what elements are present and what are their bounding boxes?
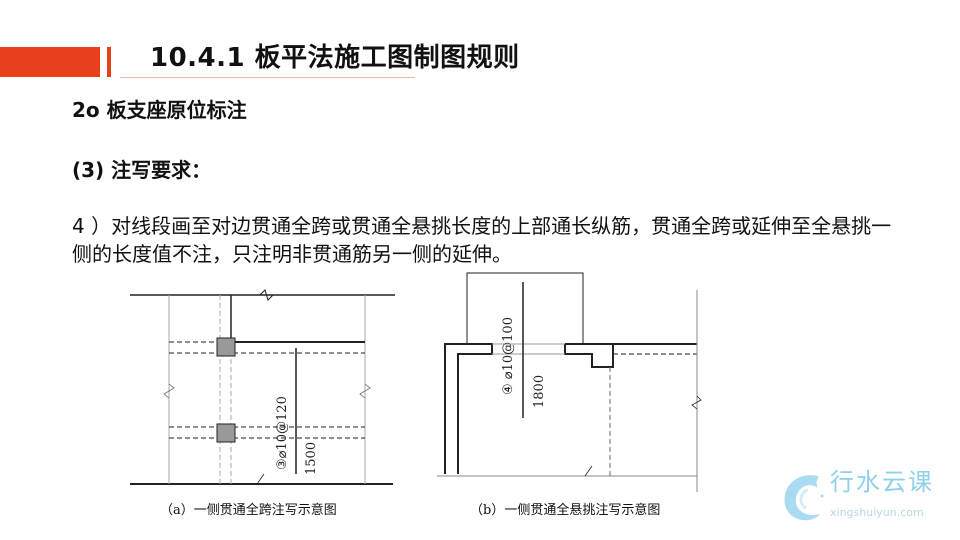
page-title: 10.4.1 板平法施工图制图规则 bbox=[150, 43, 520, 73]
figure-a-length-label: 1500 bbox=[304, 442, 319, 475]
title-accent-bar bbox=[0, 47, 100, 77]
figure-b-length-label: 1800 bbox=[532, 375, 547, 408]
figure-a-caption: （a）一侧贯通全跨注写示意图 bbox=[160, 503, 337, 518]
wave-logo-icon bbox=[784, 475, 824, 521]
figure-b-drawing bbox=[437, 272, 702, 492]
figure-a-rebar-label: ③⌀10@120 bbox=[275, 396, 290, 470]
watermark-name: 行水云课 bbox=[830, 468, 934, 496]
section-heading: 2o 板支座原位标注 bbox=[72, 98, 247, 122]
watermark-url: xingshuiyun.com bbox=[830, 506, 924, 519]
body-paragraph: 4 ）对线段画至对边贯通全跨或贯通全悬挑长度的上部通长纵筋，贯通全跨或延伸至全悬… bbox=[72, 214, 892, 266]
watermark-logo: 行水云课 xingshuiyun.com bbox=[778, 466, 958, 530]
title-underline bbox=[120, 77, 415, 78]
figure-a-drawing bbox=[130, 289, 395, 485]
figure-b-caption: （b）一侧贯通全悬挑注写示意图 bbox=[470, 503, 661, 518]
title-accent-divider bbox=[107, 47, 111, 77]
figure-b-rebar-label: ④ ⌀10@100 bbox=[501, 317, 516, 395]
section-subheading: (3) 注写要求： bbox=[72, 158, 212, 182]
